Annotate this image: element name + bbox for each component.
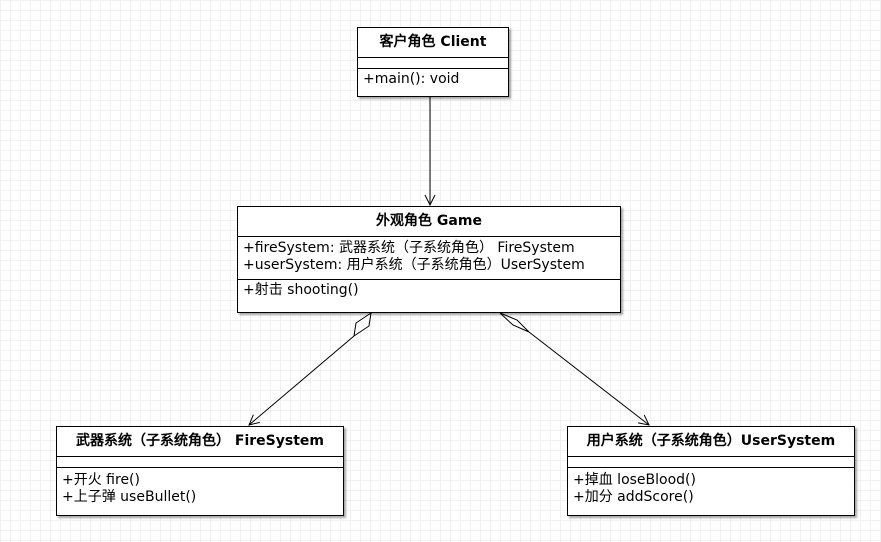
aggregation-game-usersystem	[499, 312, 649, 425]
method-item: +上子弹 useBullet()	[62, 489, 197, 505]
attribute-item: +userSystem: 用户系统（子系统角色）UserSystem	[243, 257, 585, 273]
methods-section: +射击 shooting()	[238, 279, 620, 301]
method-item: +main(): void	[363, 71, 460, 87]
client-class[interactable]: 客户角色 Client +main(): void	[357, 27, 509, 97]
user-system-class[interactable]: 用户系统（子系统角色）UserSystem +掉血 loseBlood() +加…	[567, 426, 855, 516]
aggregation-game-firesystem	[249, 311, 372, 425]
fire-system-class[interactable]: 武器系统（子系统角色） FireSystem +开火 fire() +上子弹 u…	[56, 426, 344, 516]
method-item: +掉血 loseBlood()	[573, 472, 696, 488]
attributes-section: +fireSystem: 武器系统（子系统角色） FireSystem +use…	[238, 236, 620, 279]
class-name: 用户系统（子系统角色）UserSystem	[586, 433, 836, 449]
attribute-item: +fireSystem: 武器系统（子系统角色） FireSystem	[243, 240, 575, 256]
method-item: +射击 shooting()	[243, 282, 359, 298]
attributes-section	[57, 456, 343, 467]
methods-section: +main(): void	[358, 68, 508, 90]
game-class[interactable]: 外观角色 Game +fireSystem: 武器系统（子系统角色） FireS…	[237, 206, 621, 313]
methods-section: +开火 fire() +上子弹 useBullet()	[57, 467, 343, 508]
attributes-section	[358, 57, 508, 68]
method-item: +加分 addScore()	[573, 489, 694, 505]
methods-section: +掉血 loseBlood() +加分 addScore()	[568, 467, 854, 508]
attributes-section	[568, 456, 854, 467]
class-name: 客户角色 Client	[379, 34, 487, 50]
class-name: 武器系统（子系统角色） FireSystem	[76, 433, 324, 449]
class-name: 外观角色 Game	[376, 213, 482, 229]
method-item: +开火 fire()	[62, 472, 140, 488]
